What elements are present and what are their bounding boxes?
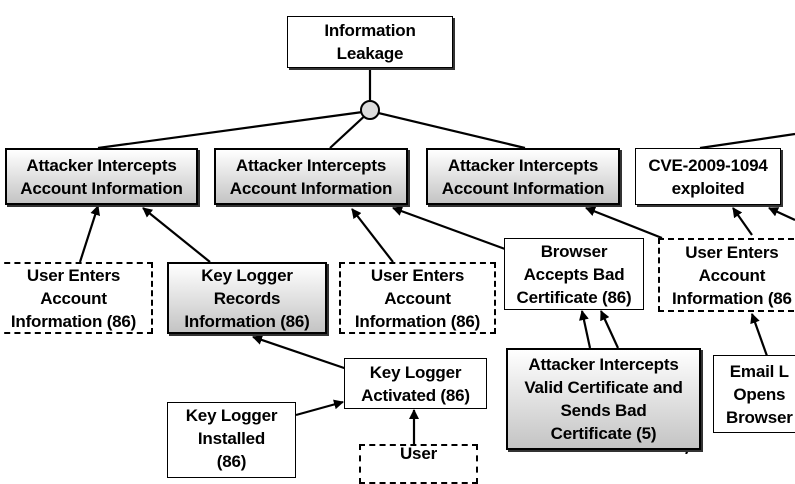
node-key-logger-records-information[interactable]: Key Logger Records Information (86) <box>167 262 327 334</box>
node-key-logger-installed[interactable]: Key Logger Installed (86) <box>167 402 296 478</box>
edge-user-enters-2-to-intercept-2 <box>351 208 394 263</box>
edge-user-enters-3-to-intercept-3 <box>585 206 663 240</box>
edge-user-enters-1-to-intercept-1 <box>78 205 101 263</box>
node-attacker-intercepts-account-info-1[interactable]: Attacker Intercepts Account Information <box>5 148 198 205</box>
node-attacker-intercepts-account-info-2[interactable]: Attacker Intercepts Account Information <box>214 148 408 205</box>
edge-attacker-to-browser-a <box>579 310 592 349</box>
node-attacker-intercepts-valid-certificate[interactable]: Attacker Intercepts Valid Certificate an… <box>506 348 701 450</box>
node-user-enters-account-info-2[interactable]: User Enters Account Information (86) <box>339 262 496 334</box>
node-browser-accepts-bad-certificate[interactable]: Browser Accepts Bad Certificate (86) <box>504 238 644 310</box>
edge-into-cve <box>699 132 795 150</box>
edge-junction-to-intercept-1 <box>97 109 371 150</box>
edge-browser-to-intercept-2 <box>392 206 506 251</box>
or-junction <box>360 100 380 120</box>
node-information-leakage[interactable]: Information Leakage <box>287 16 453 68</box>
edge-user-enters-3-to-cve <box>732 207 753 236</box>
edge-attacker-to-browser-b <box>600 310 619 349</box>
node-cve-2009-1094-exploited[interactable]: CVE-2009-1094 exploited <box>635 148 781 205</box>
edge-below-attacker <box>685 449 689 454</box>
node-key-logger-activated[interactable]: Key Logger Activated (86) <box>344 358 487 409</box>
edge-installed-to-activated <box>295 399 344 417</box>
edge-key-logger-to-intercept-1 <box>142 207 211 263</box>
node-user-enters-account-info-1[interactable]: User Enters Account Information (86) <box>0 262 153 334</box>
node-email-opens-browser[interactable]: Email L Opens Browser <box>713 355 795 433</box>
edge-email-to-user-enters-3 <box>750 313 769 357</box>
node-attacker-intercepts-account-info-3[interactable]: Attacker Intercepts Account Information <box>426 148 620 205</box>
diagram-links <box>78 68 795 454</box>
edge-offscreen-to-cve <box>768 207 795 221</box>
node-user-enters-account-info-3[interactable]: User Enters Account Information (86 <box>658 238 795 312</box>
node-user-bottom[interactable]: User <box>359 444 478 484</box>
edge-key-logger-activated-to-records <box>252 335 351 372</box>
edge-junction-to-intercept-3 <box>369 109 526 150</box>
